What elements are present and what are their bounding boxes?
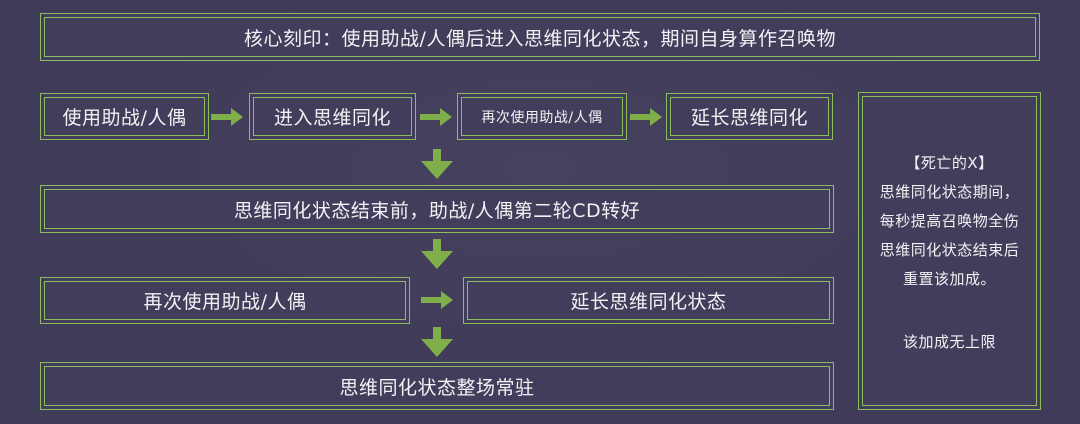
arrow-down-icon <box>421 327 453 357</box>
cd-ready-text: 思维同化状态结束前，助战/人偶第二轮CD转好 <box>233 199 641 222</box>
side-panel: 【死亡的X】 思维同化状态期间， 每秒提高召唤物全伤 思维同化状态结束后 重置该… <box>858 92 1041 410</box>
arrow-right-icon <box>630 107 662 127</box>
cd-ready-box: 思维同化状态结束前，助战/人偶第二轮CD转好 <box>40 185 834 233</box>
side-panel-line: 思维同化状态结束后 <box>879 241 1020 259</box>
step-extend-assimilation-label: 延长思维同化 <box>690 107 808 129</box>
step-use-assist-label: 使用助战/人偶 <box>62 107 187 129</box>
extend-state-box: 延长思维同化状态 <box>463 277 834 324</box>
side-panel-line: 重置该加成。 <box>902 270 996 288</box>
extend-state-text: 延长思维同化状态 <box>570 291 727 313</box>
step-reuse-assist: 再次使用助战/人偶 <box>457 93 627 140</box>
step-use-assist: 使用助战/人偶 <box>40 93 209 140</box>
step-extend-assimilation: 延长思维同化 <box>666 93 833 140</box>
arrow-down-icon <box>421 149 453 179</box>
side-panel-note: 该加成无上限 <box>902 333 996 351</box>
step-enter-assimilation: 进入思维同化 <box>249 93 416 140</box>
reuse-assist-box: 再次使用助战/人偶 <box>40 277 410 324</box>
arrow-down-icon <box>421 239 453 269</box>
step-enter-assimilation-label: 进入思维同化 <box>273 107 391 129</box>
permanent-state-text: 思维同化状态整场常驻 <box>339 376 535 399</box>
side-panel-line: 每秒提高召唤物全伤 <box>879 212 1020 230</box>
arrow-right-icon <box>420 107 452 127</box>
side-panel-line: 思维同化状态期间， <box>879 183 1020 201</box>
header-text: 核心刻印：使用助战/人偶后进入思维同化状态，期间自身算作召唤物 <box>244 27 836 50</box>
side-panel-title: 【死亡的X】 <box>905 154 994 172</box>
arrow-right-icon <box>211 107 243 127</box>
step-reuse-assist-label: 再次使用助战/人偶 <box>481 109 603 126</box>
arrow-right-icon <box>421 290 453 310</box>
header-box: 核心刻印：使用助战/人偶后进入思维同化状态，期间自身算作召唤物 <box>40 13 1040 61</box>
permanent-state-box: 思维同化状态整场常驻 <box>40 362 834 410</box>
reuse-assist-text: 再次使用助战/人偶 <box>143 291 307 313</box>
